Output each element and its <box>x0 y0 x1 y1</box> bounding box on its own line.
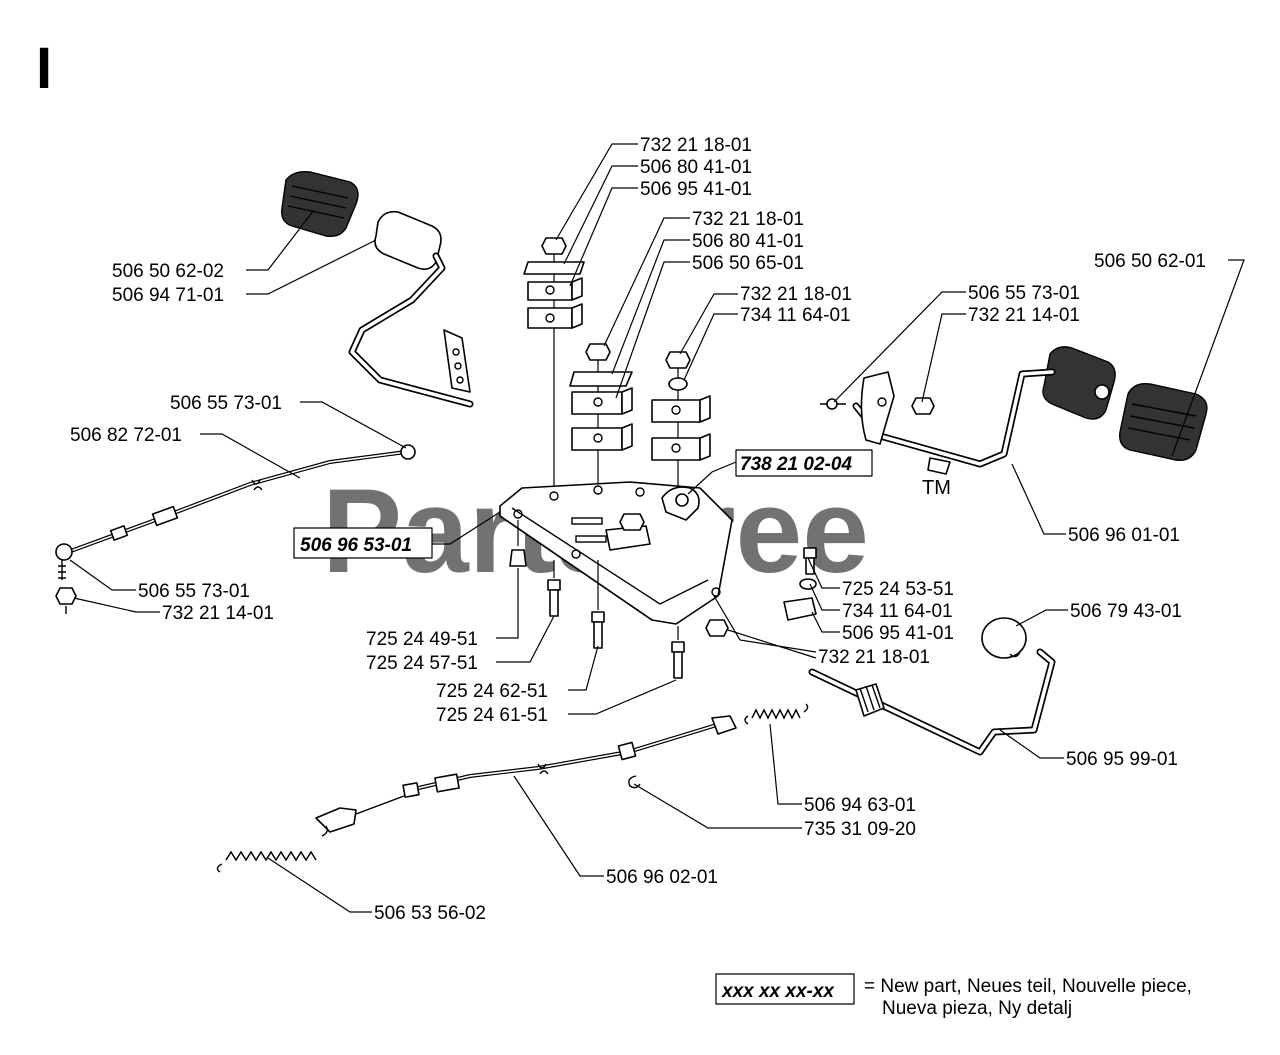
label-shift-rod: 506 95 99-01 <box>1066 749 1178 770</box>
left-nut-shape <box>55 587 77 605</box>
leader-lines <box>69 143 1245 913</box>
label-left-cable-end: 506 55 73-01 <box>170 393 282 414</box>
watermark-tm: TM <box>922 477 951 499</box>
legend-sample-box <box>715 973 855 1005</box>
main-plate <box>499 481 733 625</box>
label-nut-right-lower: 732 21 18-01 <box>818 647 930 668</box>
right-pedal-bracket <box>860 371 895 445</box>
label-spring-lower: 506 53 56-02 <box>374 903 486 924</box>
section-letter: I <box>36 36 52 101</box>
label-right-nut-3: 732 21 18-01 <box>740 284 852 305</box>
label-mid-nut-2: 732 21 18-01 <box>692 209 804 230</box>
left-pedal-head <box>374 210 442 270</box>
label-right-pedal-arm: 506 96 01-01 <box>1068 525 1180 546</box>
label-lower-cable: 506 96 02-01 <box>606 867 718 888</box>
label-spring-upper: 506 94 63-01 <box>804 795 916 816</box>
label-right-nut: 732 21 14-01 <box>968 305 1080 326</box>
label-left-pedal-arm: 506 94 71-01 <box>112 285 224 306</box>
label-bolt-4: 725 24 61-51 <box>436 705 548 726</box>
label-mid-block-2: 506 50 65-01 <box>692 253 804 274</box>
label-left-pedal-pad: 506 50 62-02 <box>112 261 224 282</box>
label-bolt-1: 725 24 49-51 <box>366 629 478 650</box>
spring-upper-shape <box>751 708 801 720</box>
middle-stack <box>569 343 633 490</box>
label-knob: 506 79 43-01 <box>1070 601 1182 622</box>
left-pedal-assembly <box>281 170 474 408</box>
bolts <box>509 520 685 679</box>
label-main-plate: 506 96 53-01 <box>300 535 412 556</box>
clip-shape <box>628 775 641 789</box>
label-new-part-top: 738 21 02-04 <box>740 454 852 475</box>
legend-line-2: Nueva pieza, Ny detalj <box>882 998 1072 1019</box>
legend-sample: xxx xx xx-xx <box>721 981 835 1002</box>
label-right-washer-3: 734 11 64-01 <box>740 305 851 326</box>
label-bolt-3: 725 24 62-51 <box>436 681 548 702</box>
label-top-plate-1: 506 80 41-01 <box>640 157 752 178</box>
label-bolt-right: 725 24 53-51 <box>842 579 954 600</box>
legend-line-1: = New part, Neues teil, Nouvelle piece, <box>864 976 1192 997</box>
label-left-cable: 506 82 72-01 <box>70 425 182 446</box>
right-stack <box>651 351 711 490</box>
label-left-nut: 732 21 14-01 <box>162 603 274 624</box>
left-cable-end-ball <box>400 444 416 460</box>
left-pedal-pad-shape <box>281 170 359 238</box>
left-cable-assembly <box>55 444 416 614</box>
label-bolt-2: 725 24 57-51 <box>366 653 478 674</box>
knob-shape <box>981 617 1027 659</box>
part-labels: 732 21 18-01 506 80 41-01 506 95 41-01 7… <box>70 135 1206 924</box>
label-clip: 735 31 09-20 <box>804 819 916 840</box>
left-pedal-bracket <box>443 329 471 393</box>
lower-cable-end <box>711 715 737 735</box>
legend: xxx xx xx-xx = New part, Neues teil, Nou… <box>715 973 1192 1019</box>
shift-assembly <box>808 617 1056 756</box>
right-pedal-head <box>1042 346 1116 420</box>
new-part-box-main-plate <box>293 527 433 559</box>
label-left-cable-end-2: 506 55 73-01 <box>138 581 250 602</box>
new-part-box-top <box>735 449 873 477</box>
label-top-nut-1: 732 21 18-01 <box>640 135 752 156</box>
spring-lower-shape <box>225 850 317 862</box>
right-pedal-assembly <box>820 346 1208 475</box>
lower-cable-assembly <box>216 703 809 873</box>
label-block-right: 506 95 41-01 <box>842 623 954 644</box>
label-top-block-1: 506 95 41-01 <box>640 179 752 200</box>
label-right-cable-end: 506 55 73-01 <box>968 283 1080 304</box>
label-washer-right: 734 11 64-01 <box>842 601 953 622</box>
label-mid-plate-2: 506 80 41-01 <box>692 231 804 252</box>
label-right-pedal-pad: 506 50 62-01 <box>1094 251 1206 272</box>
right-small-parts <box>705 547 817 637</box>
top-stack <box>523 237 585 494</box>
